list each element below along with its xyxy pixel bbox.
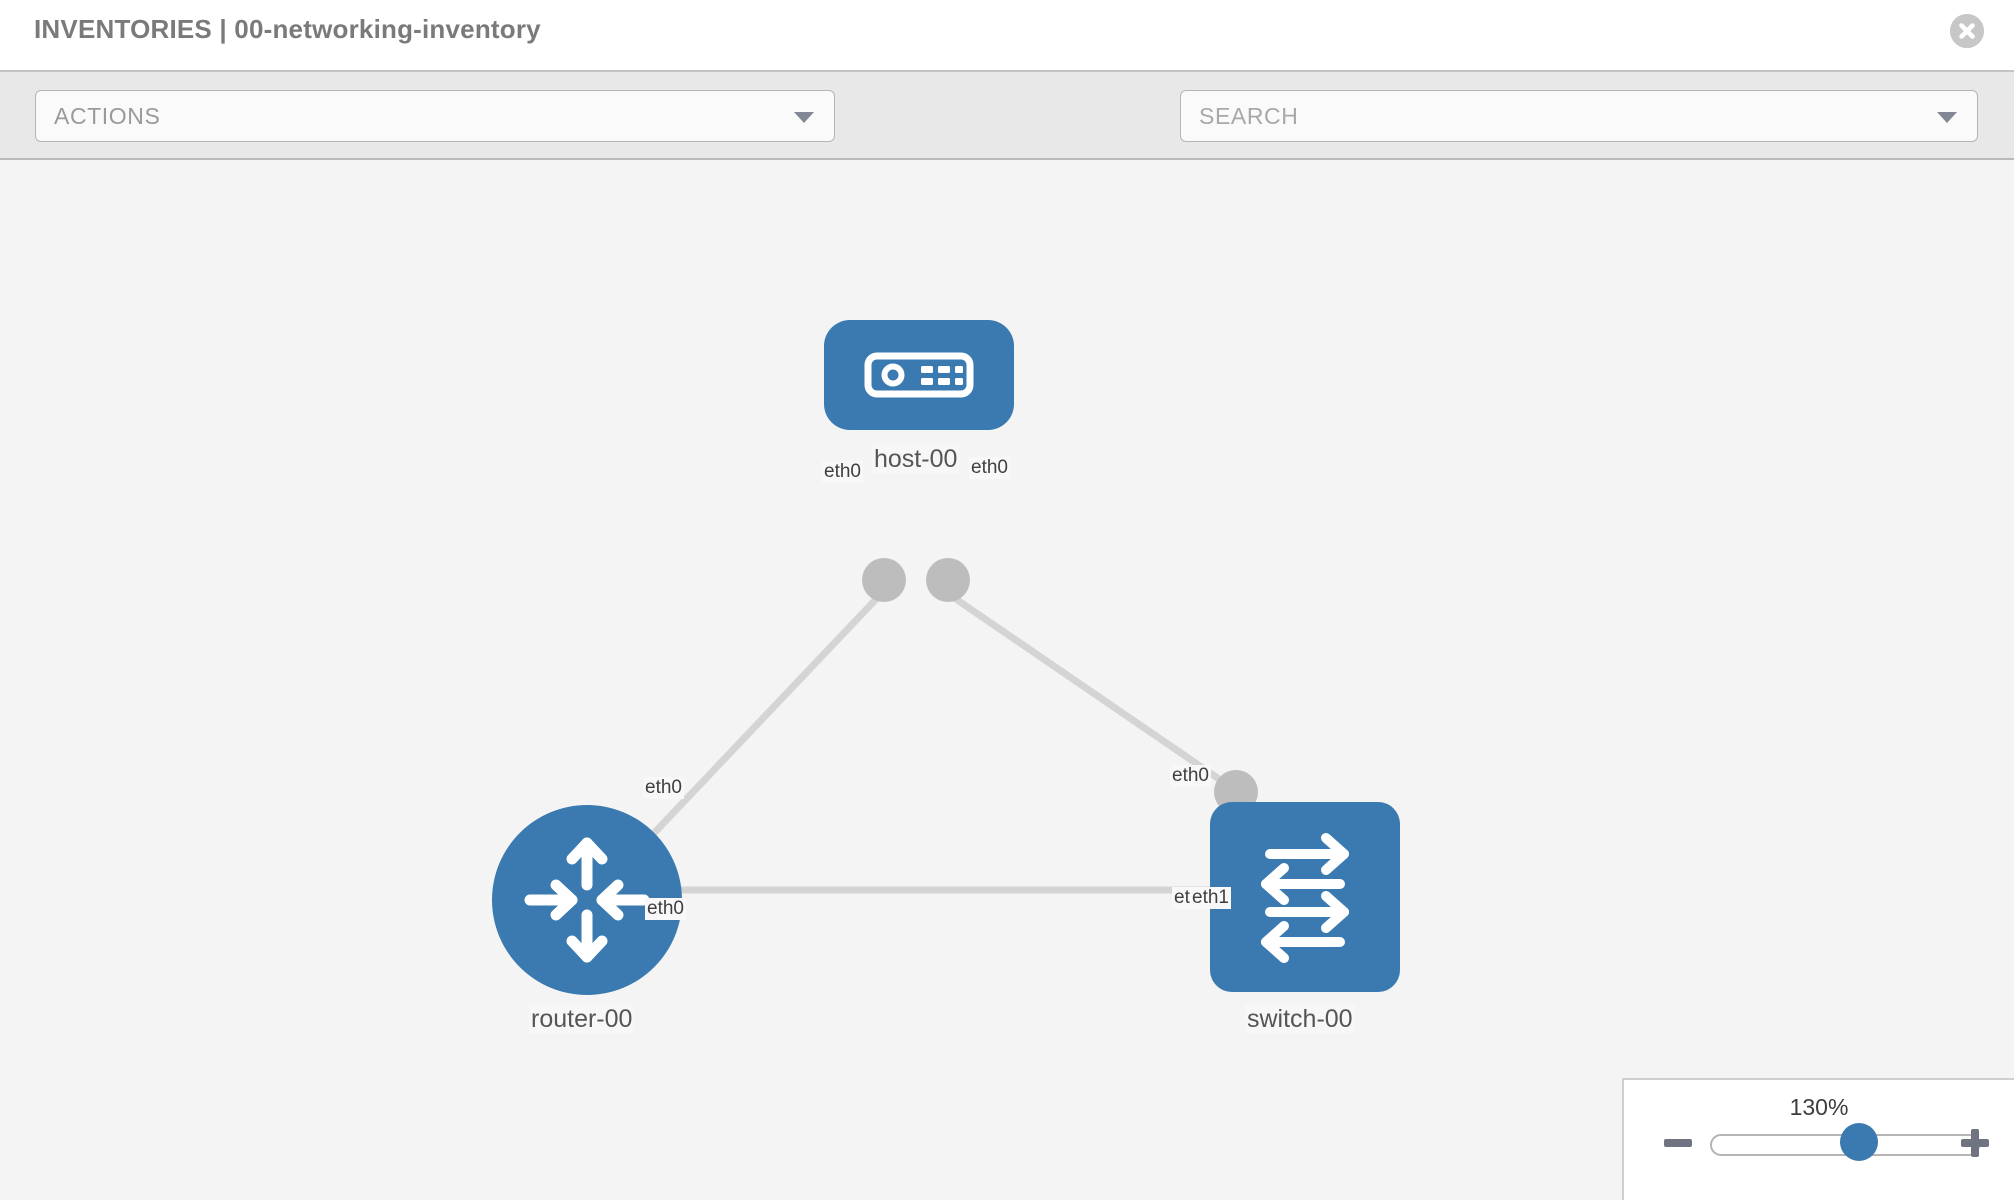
actions-dropdown-label: ACTIONS	[54, 103, 161, 129]
window-header: INVENTORIES | 00-networking-inventory	[0, 0, 2014, 70]
host-node-shape[interactable]	[824, 320, 1014, 430]
topology-canvas[interactable]: host-00 eth0 eth0	[0, 160, 2014, 1200]
search-placeholder: SEARCH	[1199, 103, 1299, 129]
close-icon[interactable]	[1950, 14, 1984, 48]
nub-host-left	[862, 558, 906, 602]
search-input[interactable]: SEARCH	[1180, 90, 1978, 142]
page-title: INVENTORIES | 00-networking-inventory	[34, 14, 541, 44]
topology-node-switch[interactable]	[1210, 802, 1400, 992]
actions-dropdown[interactable]: ACTIONS	[35, 90, 835, 142]
topology-links	[597, 592, 1237, 894]
topology-node-host[interactable]	[824, 320, 1014, 430]
link-host-switch	[948, 592, 1237, 793]
zoom-slider-thumb[interactable]	[1840, 1123, 1878, 1161]
topology-graph	[592, 558, 1258, 915]
zoom-level-value: 130%	[1789, 1094, 1849, 1120]
zoom-control-panel: 130%	[1622, 1078, 2014, 1200]
switch-icon	[1261, 833, 1349, 963]
chevron-down-icon	[794, 112, 814, 123]
topology-node-router[interactable]	[492, 805, 682, 995]
minus-icon[interactable]	[1661, 1126, 1695, 1160]
server-icon	[864, 352, 974, 398]
switch-node-shape[interactable]	[1210, 802, 1400, 992]
router-icon	[524, 837, 650, 963]
nub-host-right	[926, 558, 970, 602]
search-chevron-down-icon[interactable]	[1937, 112, 1957, 123]
plus-icon[interactable]	[1958, 1126, 1992, 1160]
topology-toolbar: ACTIONS SEARCH	[0, 70, 2014, 200]
